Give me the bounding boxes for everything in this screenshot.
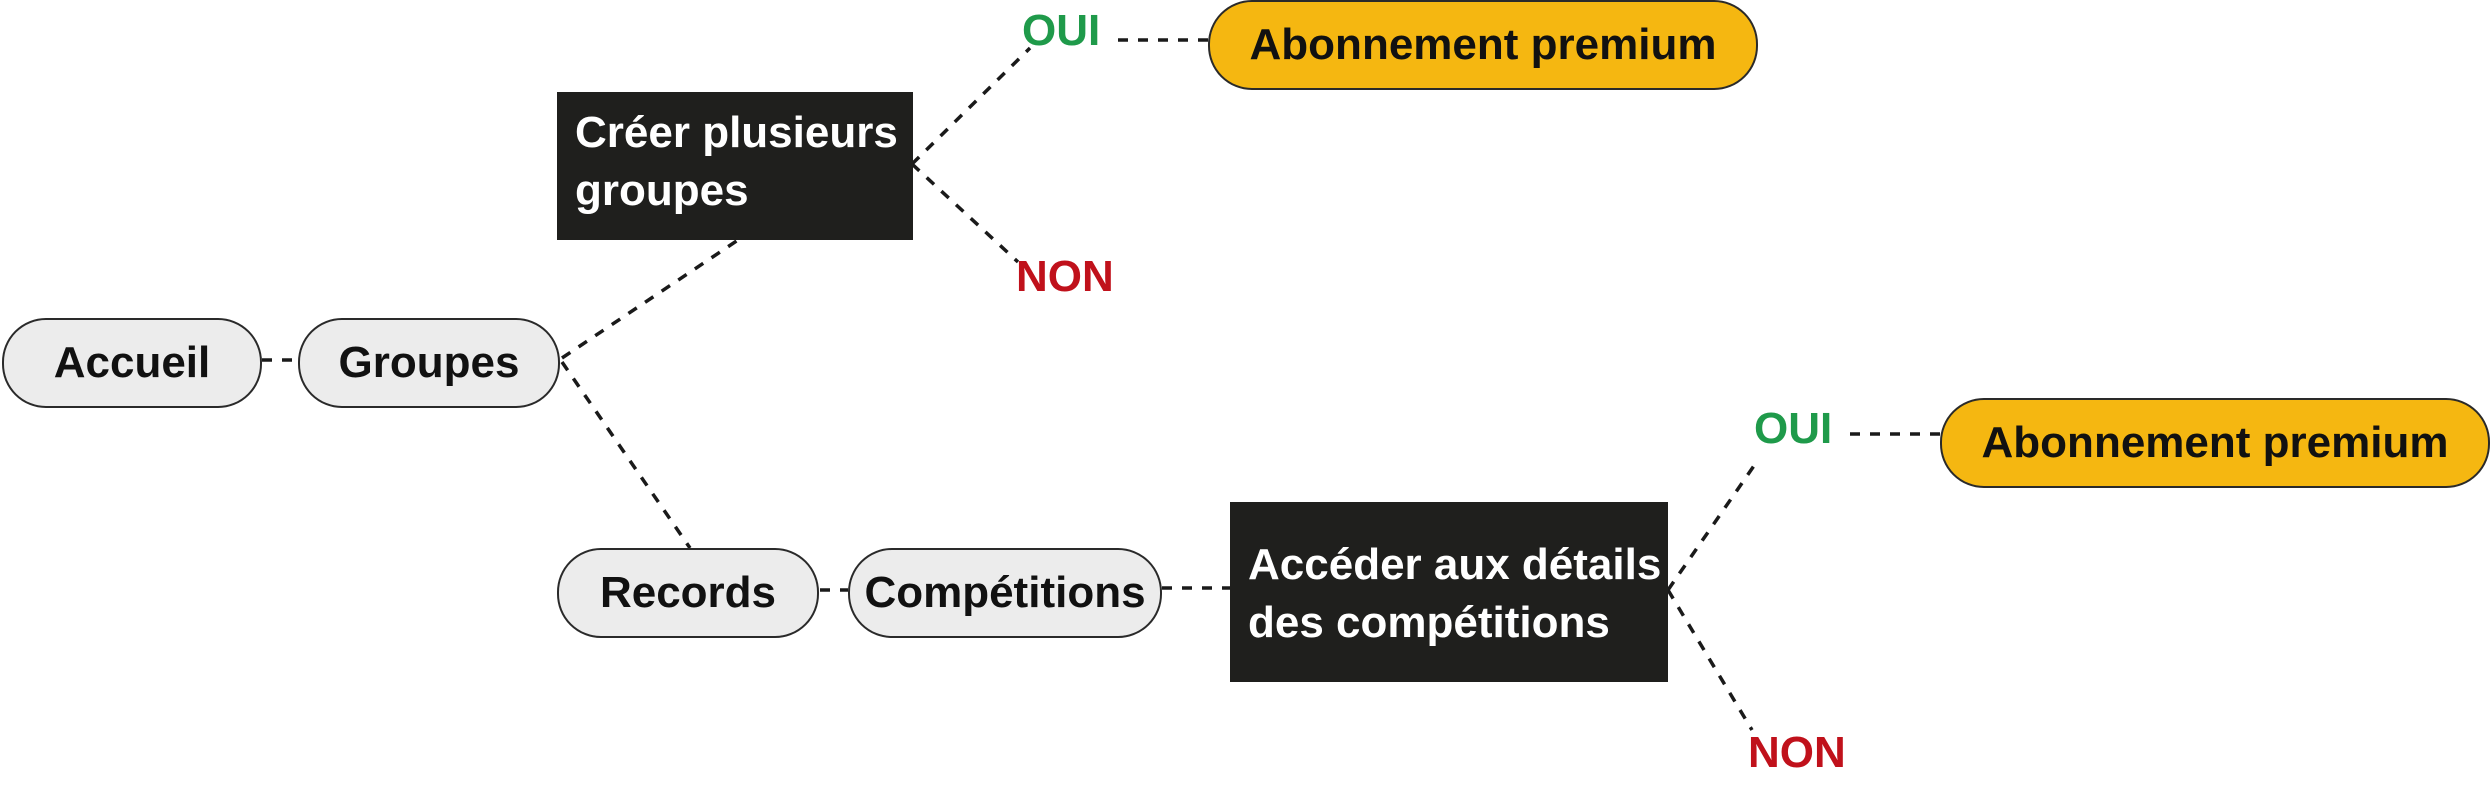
node-accueil: Accueil: [2, 318, 262, 408]
node-premium-bottom-label: Abonnement premium: [1981, 418, 2449, 467]
answer-non-bottom: NON: [1748, 728, 1846, 777]
node-records-label: Records: [599, 568, 777, 617]
answer-oui-bottom: OUI: [1754, 404, 1833, 453]
answer-oui-top: OUI: [1022, 6, 1101, 55]
connector-question2-oui: [1666, 459, 1760, 591]
question-acceder-competitions-line-1: Accéder aux détails: [1248, 540, 1662, 589]
question-acceder-competitions-line-2: des compétitions: [1248, 598, 1610, 647]
node-groupes: Groupes: [298, 318, 560, 408]
question-creer-groupes-line-2: groupes: [575, 166, 749, 215]
node-premium-top: Abonnement premium: [1208, 0, 1758, 90]
connector-question2-non: [1666, 589, 1754, 731]
question-creer-groupes: Créer plusieurs groupes: [557, 92, 913, 240]
node-premium-bottom: Abonnement premium: [1940, 398, 2490, 488]
node-records: Records: [557, 548, 819, 638]
node-groupes-label: Groupes: [338, 338, 520, 387]
connector-question-oui: [910, 46, 1032, 166]
connector-groupes-question: [561, 238, 739, 360]
connector-groupes-records: [560, 361, 692, 549]
node-competitions-label: Compétitions: [864, 568, 1146, 617]
question-creer-groupes-line-1: Créer plusieurs: [575, 108, 898, 157]
node-accueil-label: Accueil: [53, 338, 211, 387]
connector-question-non: [910, 162, 1020, 264]
answer-non-top: NON: [1016, 252, 1114, 301]
question-acceder-competitions: Accéder aux détails des compétitions: [1230, 502, 1668, 682]
node-competitions: Compétitions: [848, 548, 1162, 638]
node-premium-top-label: Abonnement premium: [1249, 20, 1717, 69]
